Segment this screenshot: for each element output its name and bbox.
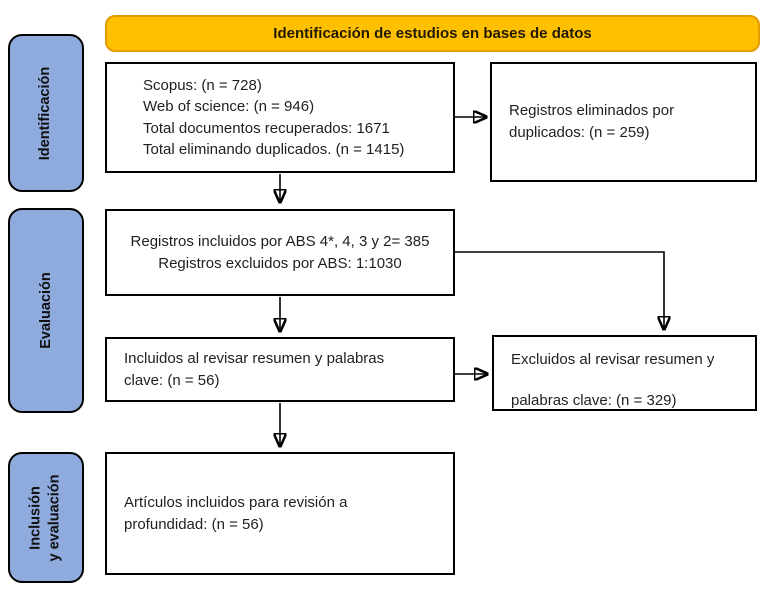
stage-label-line: Evaluación [37, 272, 54, 349]
box-abs-filter-line: Registros incluidos por ABS 4*, 4, 3 y 2… [130, 233, 430, 250]
box-database-records-line: Total documentos recuperados: 1671 [143, 119, 390, 137]
stage-inclusion-evaluacion: Inclusión y evaluación [8, 452, 84, 583]
box-abs-filter: Registros incluidos por ABS 4*, 4, 3 y 2… [105, 209, 455, 296]
box-abstract-excluded-line: Excluidos al revisar resumen y [511, 351, 715, 368]
box-database-records-line: Web of science: (n = 946) [143, 98, 315, 115]
header-banner-label: Identificación de estudios en bases de d… [273, 25, 592, 42]
box-final-included: Artículos incluidos para revisión a prof… [105, 452, 455, 575]
box-final-included-line: profundidad: (n = 56) [124, 515, 264, 533]
box-database-records-line: Scopus: (n = 728) [143, 76, 262, 94]
box-abstract-included-line: clave: (n = 56) [124, 371, 220, 389]
box-final-included-line: Artículos incluidos para revisión a [124, 493, 348, 511]
box-abs-filter-line: Registros excluidos por ABS: 1:1030 [158, 254, 402, 272]
box-database-records: Scopus: (n = 728) Web of science: (n = 9… [105, 62, 455, 173]
stage-identificacion-label: Identificación [37, 66, 56, 159]
box-duplicates-removed-line: duplicados: (n = 259) [509, 124, 650, 141]
box-abstract-excluded: Excluidos al revisar resumen y palabras … [492, 335, 757, 411]
box-abstract-excluded-line: palabras clave: (n = 329) [511, 392, 677, 409]
box-duplicates-removed-line: Registros eliminados por [509, 102, 675, 119]
stage-label-line: Identificación [37, 66, 54, 160]
stage-inclusion-evaluacion-label: Inclusión y evaluación [27, 474, 65, 561]
stage-identificacion: Identificación [8, 34, 84, 192]
box-duplicates-removed: Registros eliminados por duplicados: (n … [490, 62, 757, 182]
box-database-records-line: Total eliminando duplicados. (n = 1415) [143, 141, 405, 158]
header-banner: Identificación de estudios en bases de d… [105, 15, 760, 52]
stage-evaluacion: Evaluación [8, 208, 84, 413]
stage-label-line: Inclusión [28, 485, 45, 550]
stage-label-line: y evaluación [47, 473, 64, 562]
arrow-abs-to-excluded [455, 251, 664, 329]
box-abstract-included: Incluidos al revisar resumen y palabras … [105, 337, 455, 402]
box-abstract-included-line: Incluidos al revisar resumen y palabras [124, 349, 385, 367]
stage-evaluacion-label: Evaluación [37, 272, 56, 349]
